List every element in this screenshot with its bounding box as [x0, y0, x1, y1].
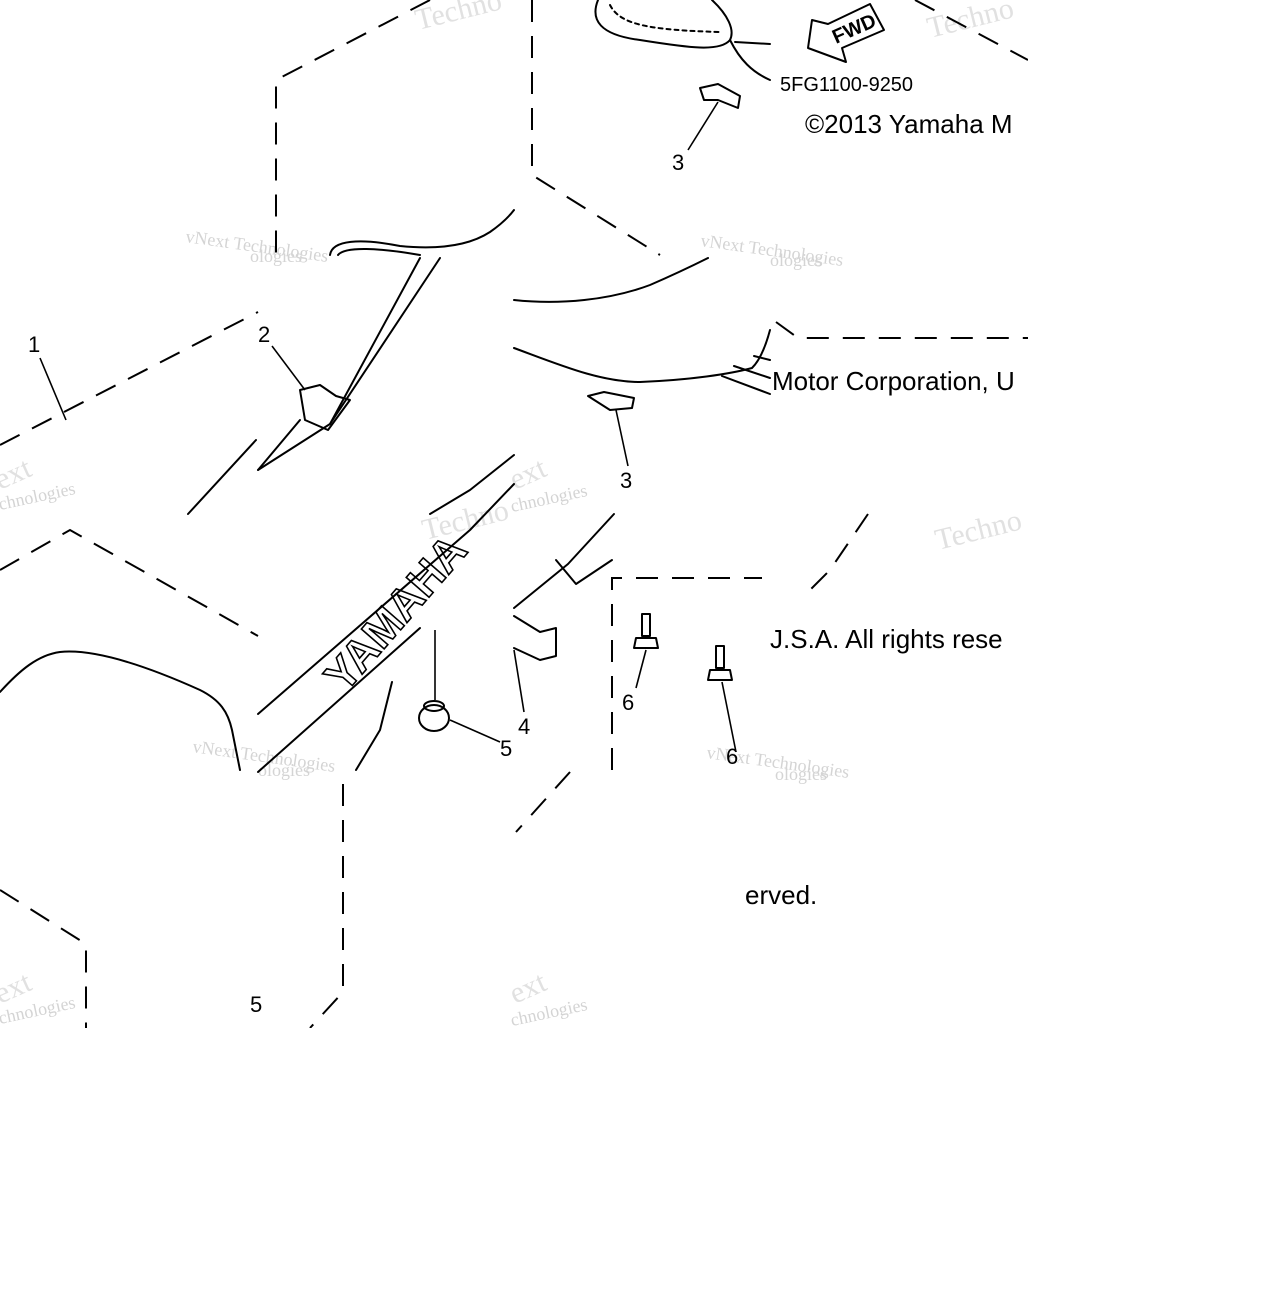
callout-label: 1	[28, 332, 40, 357]
copyright-fragment: Motor Corporation, U	[772, 366, 1015, 396]
seat-edge-line	[734, 41, 771, 45]
callout-label: 3	[672, 150, 684, 175]
blank-area	[0, 1028, 1285, 1285]
clip-part	[587, 391, 635, 411]
clip-part	[699, 83, 741, 109]
bolt-shank	[641, 613, 651, 637]
tile-middle-left: 1 2	[0, 311, 306, 515]
seat-bracket-edge	[555, 559, 613, 585]
seat-rear-edge	[721, 375, 771, 395]
damper-part	[418, 704, 450, 732]
leader-line	[513, 649, 525, 713]
dashed-frame	[275, 0, 431, 257]
leader-line	[687, 101, 719, 151]
seat-rear-edge	[753, 355, 771, 361]
callout-label: 4	[518, 714, 530, 739]
dashed-frame	[0, 528, 259, 637]
dashed-frame	[0, 311, 259, 446]
tile-center	[257, 257, 515, 515]
tile-top-left	[275, 0, 515, 257]
bolt-part: 6	[707, 645, 738, 769]
callout-label: 5	[500, 736, 512, 761]
yamaha-logo-text: YAMAHA	[315, 526, 476, 701]
copyright-fragment: erved.	[745, 880, 817, 910]
seat-edge-line	[257, 257, 421, 471]
dashed-frame	[611, 577, 762, 770]
tile-top-right: FWD 5FG1100-9250 ©2013 Yamaha M 3	[531, 0, 1029, 256]
leader-line	[635, 649, 647, 689]
watermark-text: Techno	[932, 504, 1025, 557]
seat-nose-outline	[594, 0, 733, 49]
tile-right-upper: Motor Corporation, U J.S.A. All rights r…	[770, 321, 1028, 654]
seat-lower-outline	[0, 650, 241, 771]
part-number: 5FG1100-9250	[780, 74, 913, 96]
leader-line	[39, 357, 67, 421]
seat-stitch-line	[609, 4, 721, 33]
fwd-arrow-outline	[807, 3, 885, 63]
clip-part	[299, 384, 351, 431]
fwd-arrow: FWD	[807, 3, 885, 63]
watermark-text: Techno	[412, 0, 505, 37]
watermark-text: ologies	[258, 760, 310, 780]
bolt-head	[633, 637, 659, 649]
seat-tail-outline	[329, 209, 515, 256]
yamaha-logo: YAMAHA	[315, 525, 478, 701]
callout-label: 3	[620, 468, 632, 493]
bolt-shank	[715, 645, 725, 669]
seat-edge-line	[429, 454, 515, 515]
tile-lower-left	[0, 528, 259, 771]
seat-edge-line	[257, 419, 301, 471]
seat-lower-edge	[257, 483, 515, 715]
leader-line	[615, 409, 629, 467]
dashed-frame	[531, 0, 661, 256]
seat-rear-edge	[733, 365, 771, 379]
callout-label: 2	[258, 322, 270, 347]
leader-line	[271, 345, 306, 391]
callout-label: 5	[250, 992, 262, 1017]
dashed-frame	[914, 0, 1029, 61]
bolt-part: 6	[622, 613, 659, 715]
seat-edge-line	[187, 439, 257, 515]
tile-bottom: 5 erved.	[0, 771, 817, 1029]
watermark-text: ologies	[250, 246, 302, 266]
tile-right-lower: 4 6 6	[513, 513, 762, 770]
seat-bracket-edge	[513, 513, 615, 609]
dashed-frame	[515, 771, 571, 833]
tile-middle-right: 3	[513, 257, 771, 493]
copyright-fragment: J.S.A. All rights rese	[770, 624, 1003, 654]
callout-label: 6	[726, 744, 738, 769]
seat-lower-edge	[355, 681, 393, 771]
dashed-frame	[309, 784, 344, 1029]
copyright-fragment: ©2013 Yamaha M	[805, 109, 1013, 139]
seat-tail-inner	[337, 248, 421, 256]
leader-line	[721, 681, 737, 753]
leader-line	[449, 719, 501, 743]
watermark-text: ologies	[770, 250, 822, 270]
dashed-frame	[0, 889, 87, 1028]
watermark-text: Techno	[924, 0, 1017, 45]
seat-lower-edge	[257, 627, 421, 773]
seat-edge-line	[329, 257, 441, 425]
watermark-layer: Techno Techno vNext Technologies vNext T…	[0, 0, 1025, 1030]
dashed-frame	[803, 513, 869, 597]
seat-rear-lower	[513, 329, 771, 383]
watermark-text: ologies	[775, 764, 827, 784]
bracket-block-part	[513, 615, 557, 661]
bolt-head	[707, 669, 733, 681]
seat-rear-outline	[513, 257, 709, 303]
seat-edge-line	[729, 39, 771, 81]
damper-part	[423, 700, 445, 712]
callout-label: 6	[622, 690, 634, 715]
dashed-frame	[775, 321, 1028, 339]
